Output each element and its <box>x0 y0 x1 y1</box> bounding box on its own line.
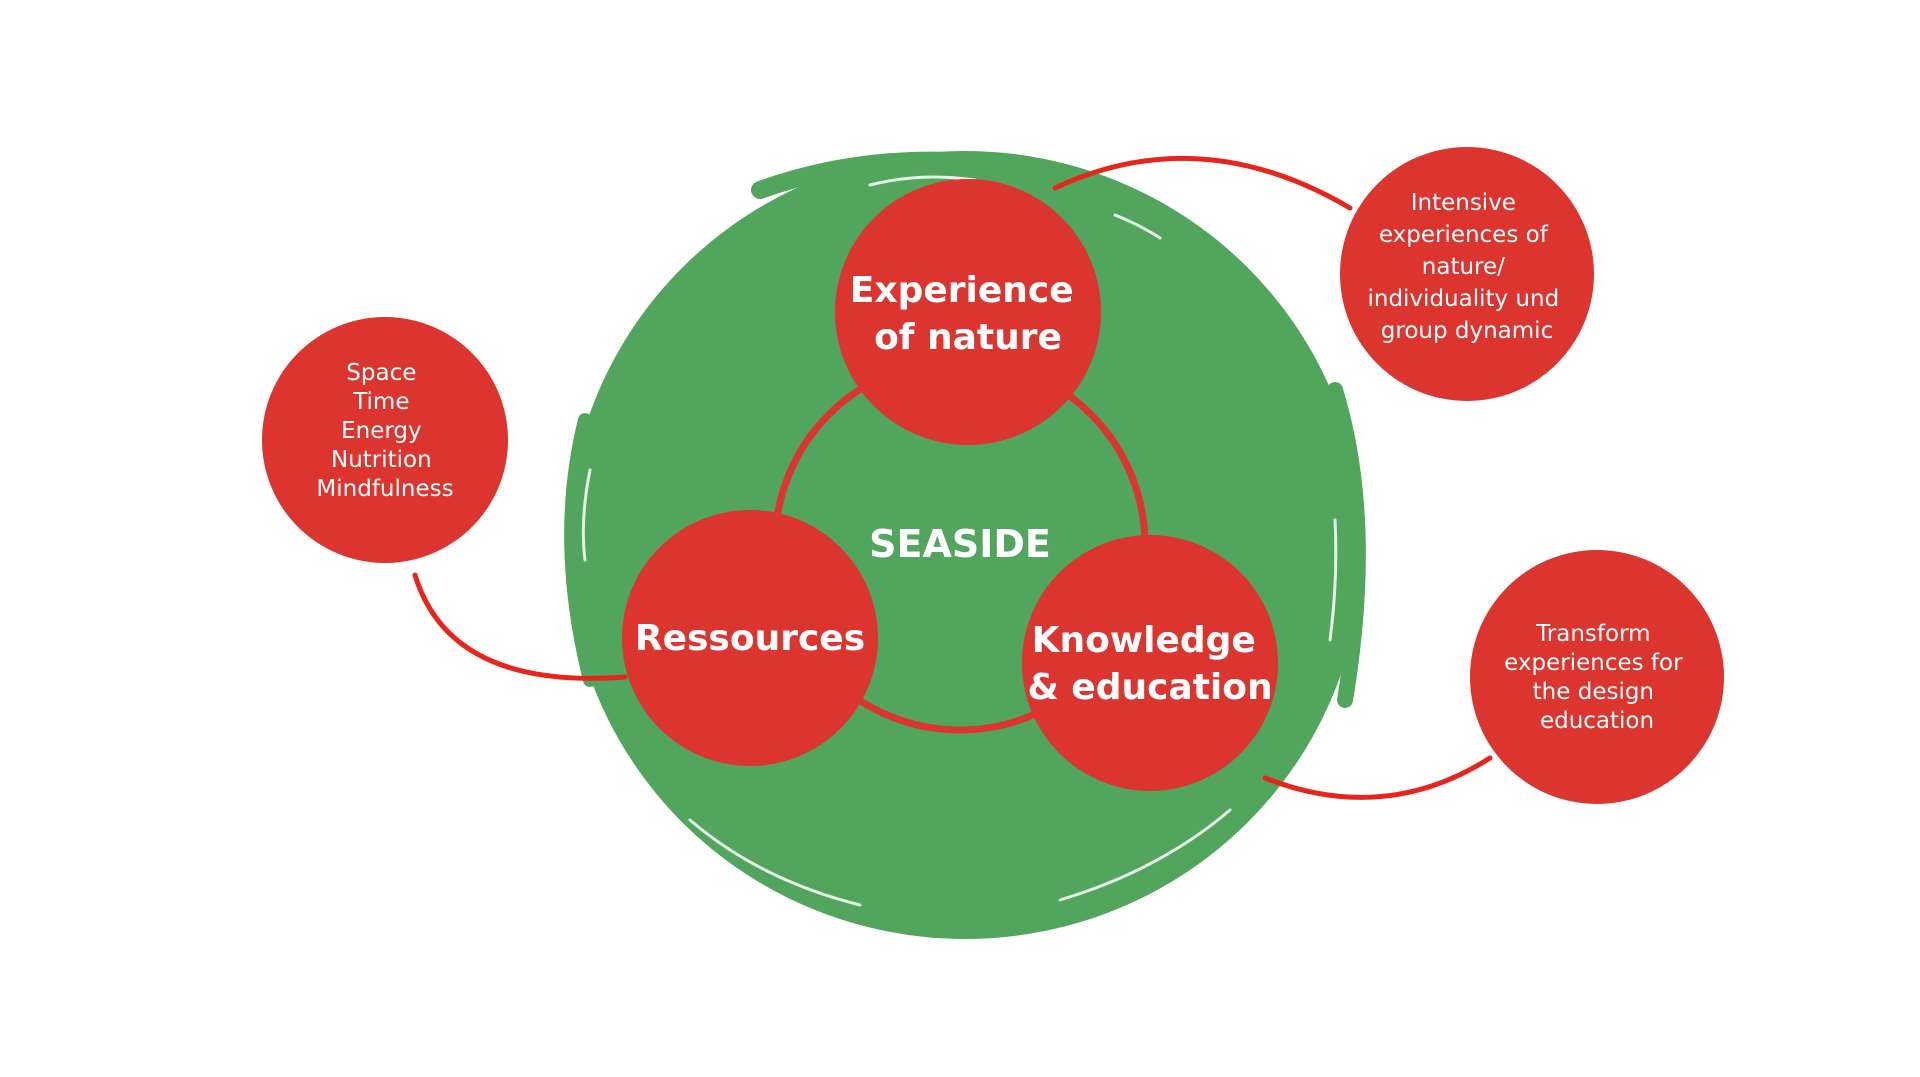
side-circle-resources-detail: Space Time Energy Nutrition Mindfulness <box>262 317 508 563</box>
label-line: Experience <box>850 270 1074 311</box>
circle-shape <box>622 510 878 766</box>
connector-knowledge-to-education-detail <box>1262 755 1493 800</box>
center-label: SEASIDE <box>869 522 1051 566</box>
label-line: experiences for <box>1504 650 1683 676</box>
label-line: Transform <box>1535 621 1650 647</box>
label-line: experiences of <box>1379 222 1549 248</box>
label-line: nature/ <box>1422 254 1505 280</box>
label-line: & education <box>1027 667 1272 708</box>
label-line: education <box>1540 708 1654 734</box>
green-circle-brush-left <box>564 413 597 687</box>
green-circle-highlight-4 <box>688 818 862 907</box>
green-circle-brush-right <box>1327 382 1366 708</box>
label-line: Mindfulness <box>316 476 453 502</box>
circle-label: Space Time Energy Nutrition Mindfulness <box>316 360 453 502</box>
label-line: of nature <box>874 317 1062 358</box>
label-line: group dynamic <box>1381 318 1553 344</box>
main-circle-ressources: Ressources <box>622 510 878 766</box>
circle-shape <box>1470 550 1724 804</box>
circle-shape <box>262 317 508 563</box>
label-line: the design <box>1533 679 1654 705</box>
label-line: Knowledge <box>1032 620 1256 661</box>
green-circle-brush-top <box>751 151 1069 199</box>
label-line: Space <box>346 360 416 386</box>
green-circle-highlight-6 <box>581 468 592 562</box>
circle-shape <box>1022 535 1278 791</box>
label-line: Time <box>352 389 409 415</box>
side-circle-nature-detail: Intensive experiences of nature/ individ… <box>1340 147 1594 401</box>
label-line: Energy <box>341 418 422 444</box>
circle-shape <box>835 179 1101 445</box>
green-circle-highlight-5 <box>1058 808 1232 902</box>
label-line: Nutrition <box>331 447 432 473</box>
green-circle-highlight-2 <box>1113 213 1162 240</box>
circle-label: Intensive experiences of nature/ individ… <box>1367 190 1566 344</box>
main-circle-knowledge: Knowledge & education <box>1022 535 1278 791</box>
green-circle-highlight-1 <box>868 175 977 187</box>
circle-label: Transform experiences for the design edu… <box>1504 621 1690 734</box>
label-line: Intensive <box>1411 190 1516 216</box>
circle-label: Experience of nature <box>850 270 1086 358</box>
circle-label: Knowledge & education <box>1027 620 1272 708</box>
connector-experience-to-nature-detail <box>1052 155 1353 211</box>
connector-ressources-to-resources-detail <box>412 572 628 681</box>
circle-shape <box>1340 147 1594 401</box>
circle-label: Ressources <box>635 618 865 659</box>
green-circle-highlight-3 <box>1328 518 1338 642</box>
label-line: Ressources <box>635 618 865 659</box>
main-circle-experience: Experience of nature <box>835 179 1101 445</box>
side-circle-education-detail: Transform experiences for the design edu… <box>1470 550 1724 804</box>
label-line: individuality und <box>1367 286 1559 312</box>
